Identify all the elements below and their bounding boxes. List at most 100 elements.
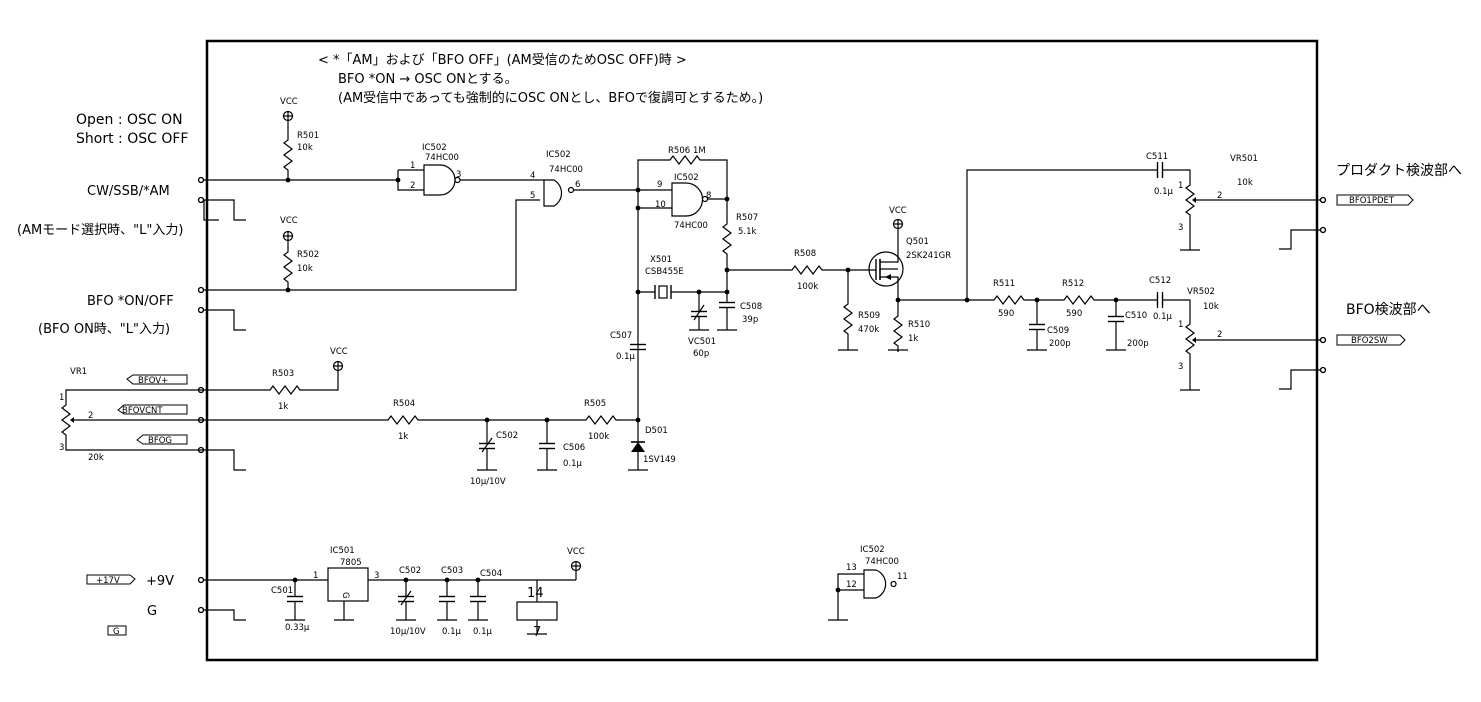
svg-text:60p: 60p xyxy=(693,349,709,359)
d501: D501 1SV149 xyxy=(628,420,676,471)
gate-ic502-b: IC502 74HC00 4 5 6 xyxy=(530,150,672,207)
port-plus17v: +17V xyxy=(86,574,136,586)
svg-text:10μ/10V: 10μ/10V xyxy=(390,627,426,637)
board-outline xyxy=(205,39,1319,662)
r510: R510 1k xyxy=(888,297,930,353)
svg-text:1k: 1k xyxy=(278,402,288,412)
svg-text:R511: R511 xyxy=(993,279,1015,289)
c506: C506 0.1μ xyxy=(537,420,585,471)
svg-text:1k: 1k xyxy=(908,334,918,344)
svg-text:1: 1 xyxy=(1178,181,1183,191)
svg-text:BFO2SW: BFO2SW xyxy=(1351,336,1388,346)
terminals-right xyxy=(1319,196,1327,374)
svg-text:C502: C502 xyxy=(399,566,421,576)
svg-text:590: 590 xyxy=(998,309,1014,319)
port-g: G xyxy=(107,625,127,637)
svg-text:C502: C502 xyxy=(496,431,518,441)
svg-text:6: 6 xyxy=(575,180,580,190)
svg-text:R503: R503 xyxy=(272,369,294,379)
svg-text:0.1μ: 0.1μ xyxy=(616,352,636,362)
grounds-right xyxy=(1279,229,1320,390)
label-g: G xyxy=(147,604,157,619)
svg-text:C510: C510 xyxy=(1125,311,1147,321)
svg-text:VCC: VCC xyxy=(567,547,585,557)
power-supply: C501 0.33μ IC501 7805 1 3 G C502 10μ/10V… xyxy=(204,546,585,640)
svg-text:R505: R505 xyxy=(584,399,606,409)
svg-text:7: 7 xyxy=(533,625,541,640)
port-bfovcnt: BFOVCNT xyxy=(117,404,188,416)
svg-text:5: 5 xyxy=(530,191,535,201)
svg-text:BFOV+: BFOV+ xyxy=(138,376,168,386)
svg-text:VCC: VCC xyxy=(330,347,348,357)
svg-text:C507: C507 xyxy=(610,331,632,341)
vr1: VR1 1 2 3 20k xyxy=(59,367,204,463)
vc501: VC501 60p xyxy=(688,292,716,359)
svg-text:1: 1 xyxy=(1178,320,1183,330)
gate-ic502-d: IC502 74HC00 13 12 11 xyxy=(828,545,908,621)
r507: R507 5.1k xyxy=(722,199,758,292)
svg-text:BFO1PDET: BFO1PDET xyxy=(1349,196,1395,206)
c507: C507 0.1μ xyxy=(610,331,647,423)
svg-text:Q501: Q501 xyxy=(906,237,929,247)
label-am-note: (AMモード選択時、"L"入力) xyxy=(17,223,183,238)
svg-text:VCC: VCC xyxy=(280,97,298,107)
svg-text:VCC: VCC xyxy=(889,206,907,216)
svg-text:12: 12 xyxy=(846,580,857,590)
label-open: Open : OSC ON xyxy=(76,112,183,128)
port-bfo2sw: BFO2SW xyxy=(1336,334,1406,346)
svg-text:10: 10 xyxy=(655,200,666,210)
svg-text:IC502: IC502 xyxy=(546,150,571,160)
svg-text:3: 3 xyxy=(59,443,64,453)
svg-text:G: G xyxy=(113,627,120,637)
note-line2: BFO *ON → OSC ONとする。 xyxy=(338,72,518,87)
svg-text:IC502: IC502 xyxy=(860,545,885,555)
svg-text:2: 2 xyxy=(410,181,415,191)
vr502: VR502 10k 1 2 3 xyxy=(1178,287,1320,391)
svg-text:5.1k: 5.1k xyxy=(738,227,757,237)
svg-text:2: 2 xyxy=(88,411,93,421)
c510: C510 200p xyxy=(1106,300,1149,351)
svg-text:3: 3 xyxy=(1178,362,1183,372)
svg-text:200p: 200p xyxy=(1127,339,1149,349)
port-bfog: BFOG xyxy=(136,434,188,446)
svg-text:VR501: VR501 xyxy=(1230,154,1258,164)
x501: X501 CSB455E xyxy=(635,255,730,299)
label-cw-ssb-am: CW/SSB/*AM xyxy=(87,184,170,199)
svg-text:10k: 10k xyxy=(1203,302,1219,312)
svg-text:R502: R502 xyxy=(297,250,319,260)
svg-text:C512: C512 xyxy=(1149,276,1171,286)
r505: R505 100k xyxy=(579,399,638,442)
svg-text:R512: R512 xyxy=(1062,279,1084,289)
label-plus9v: +9V xyxy=(146,574,174,589)
svg-text:BFOG: BFOG xyxy=(148,436,172,446)
svg-text:G: G xyxy=(340,592,350,599)
r509: R509 470k xyxy=(838,270,880,351)
svg-text:10k: 10k xyxy=(1237,178,1253,188)
svg-text:IC502: IC502 xyxy=(422,143,447,153)
svg-text:VR502: VR502 xyxy=(1187,287,1215,297)
svg-text:1M: 1M xyxy=(693,146,706,156)
svg-text:R507: R507 xyxy=(736,213,758,223)
r511: R511 590 xyxy=(987,279,1058,319)
port-bfov-plus: BFOV+ xyxy=(126,374,188,386)
svg-text:74HC00: 74HC00 xyxy=(549,165,583,175)
r503: R503 1k VCC xyxy=(204,347,348,412)
svg-text:2: 2 xyxy=(1217,191,1222,201)
c509: C509 200p xyxy=(1027,300,1071,351)
note-line3: (AM受信中であっても強制的にOSC ONとし、BFOで復調可とするため。) xyxy=(338,90,763,106)
svg-text:10k: 10k xyxy=(297,264,313,274)
svg-text:1k: 1k xyxy=(398,432,408,442)
svg-text:R506: R506 xyxy=(668,146,690,156)
svg-text:13: 13 xyxy=(846,563,857,573)
svg-text:IC502: IC502 xyxy=(674,173,699,183)
svg-text:IC501: IC501 xyxy=(330,546,355,556)
svg-text:R509: R509 xyxy=(858,311,880,321)
svg-text:200p: 200p xyxy=(1049,339,1071,349)
svg-text:C501: C501 xyxy=(271,586,293,596)
c502-bias: C502 10μ/10V xyxy=(470,420,518,487)
svg-text:X501: X501 xyxy=(650,255,672,265)
svg-text:10k: 10k xyxy=(297,143,313,153)
svg-text:20k: 20k xyxy=(88,453,104,463)
svg-text:+17V: +17V xyxy=(96,576,120,586)
svg-text:3: 3 xyxy=(374,571,379,581)
